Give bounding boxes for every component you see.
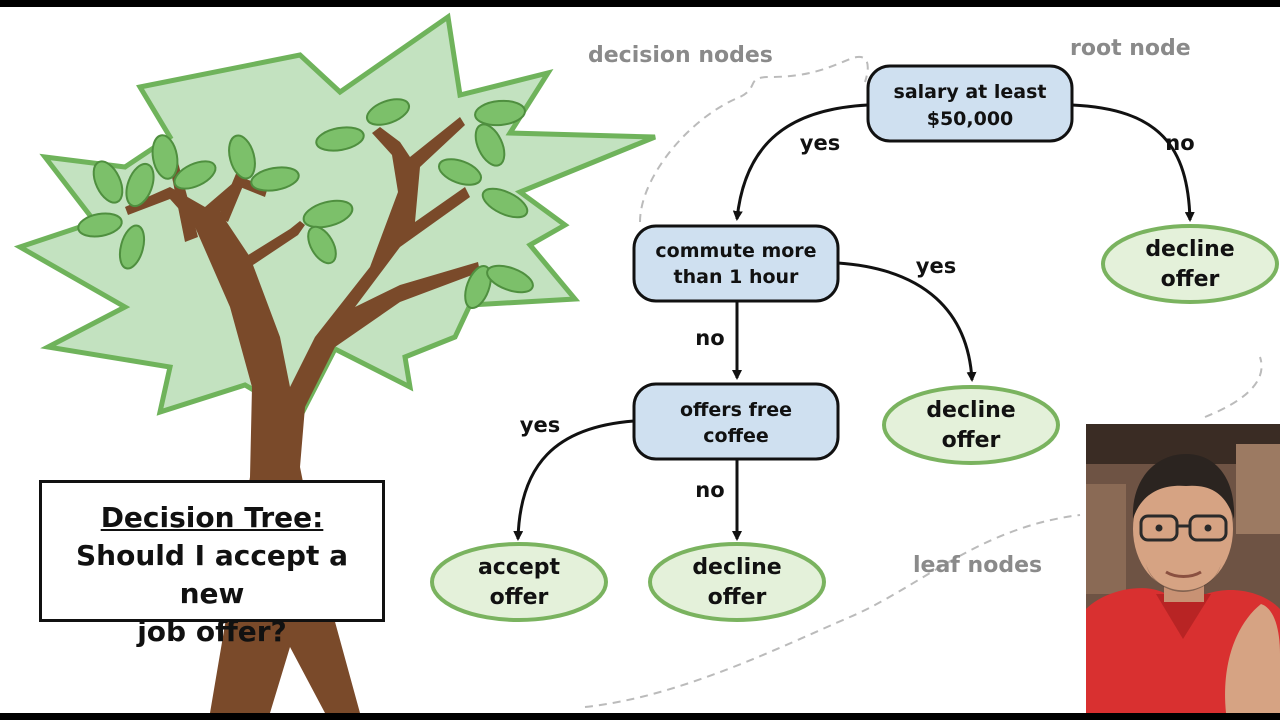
tree-leaf [118,224,146,270]
commute-node-line-1: commute more [655,240,816,262]
group-outlines [584,56,1263,708]
edge-label-commute-yes: yes [916,254,956,278]
tree-leaf [250,166,300,192]
tree-leaf [302,199,354,229]
coffee-node-line-1: offers free [680,399,792,421]
leaf-node-decline-salary: decline offer [1101,224,1279,304]
tree-leaf [464,264,492,310]
decision-node-coffee: offers free coffee [632,382,840,461]
leaf-accept-line-1: accept [478,555,561,580]
decision-tree-diagram: decision nodes root node leaf nodes yes … [13,12,1279,713]
edge-coffee-yes [513,419,635,541]
leaf-decline-commute-line-2: offer [942,428,1001,453]
leaf-nodes-outline [584,514,1081,708]
edge-root-no [1071,103,1195,222]
leaf-nodes-label: leaf nodes [913,553,1042,578]
leaf-decline-salary-line-1: decline [1145,237,1234,262]
tree-leaf [173,160,217,190]
presenter-image [1086,424,1280,713]
tree-leaf [474,123,506,167]
edge-commute-yes [837,261,977,382]
leaf-node-decline-coffee: decline offer [648,542,826,622]
leaf-decline-salary-line-2: offer [1161,267,1220,292]
leaf-nodes-outline-upper [1204,356,1263,418]
tree-leaf [228,134,256,180]
edge-label-root-no: no [1165,131,1194,155]
title-heading: Decision Tree: [100,501,324,534]
tree-leaf [365,98,411,126]
edge-label-coffee-yes: yes [520,413,560,437]
tree-leaf [437,158,483,186]
tree-branch [245,221,305,267]
edges [513,103,1195,541]
leaf-node-accept: accept offer [430,542,608,622]
tree-leaf [474,99,526,127]
tree-leaves [77,98,534,310]
edge-label-coffee-no: no [695,478,724,502]
edge-root-yes [732,103,869,221]
title-box: Decision Tree: Should I accept a new job… [39,480,385,648]
leaf-decline-commute-line-1: decline [926,398,1015,423]
coffee-node-line-2: coffee [703,425,768,447]
tree-leaf [481,187,529,219]
decision-nodes-label: decision nodes [588,43,773,68]
tree-leaf [77,212,123,238]
tree-leaf [315,126,365,152]
leaf-decline-coffee-line-2: offer [708,585,767,610]
title-question-line-2: job offer? [137,615,287,648]
presenter-webcam [1086,424,1280,713]
tree-leaf [486,264,534,294]
tree-trunk [125,117,480,713]
title-question-line-1: Should I accept a new [76,539,348,610]
edge-label-commute-no: no [695,326,724,350]
tree-leaf [125,162,155,208]
tree-illustration [13,12,656,713]
decision-nodes-outline [639,56,869,223]
tree-leaf [92,160,124,204]
root-node-line-1: salary at least [894,81,1047,103]
slide: decision nodes root node leaf nodes yes … [0,7,1280,713]
root-node-label: root node [1070,36,1191,61]
leaf-accept-line-2: offer [490,585,549,610]
decision-node-commute: commute more than 1 hour [632,224,840,303]
leaf-node-decline-commute: decline offer [882,385,1060,465]
commute-node-line-2: than 1 hour [674,266,800,288]
leaf-decline-coffee-line-1: decline [692,555,781,580]
decision-node-root: salary at least $50,000 [866,64,1074,143]
root-node-line-2: $50,000 [927,108,1014,130]
tree-leaf [307,225,337,265]
tree-leaf [151,134,179,180]
edge-label-root-yes: yes [800,131,840,155]
